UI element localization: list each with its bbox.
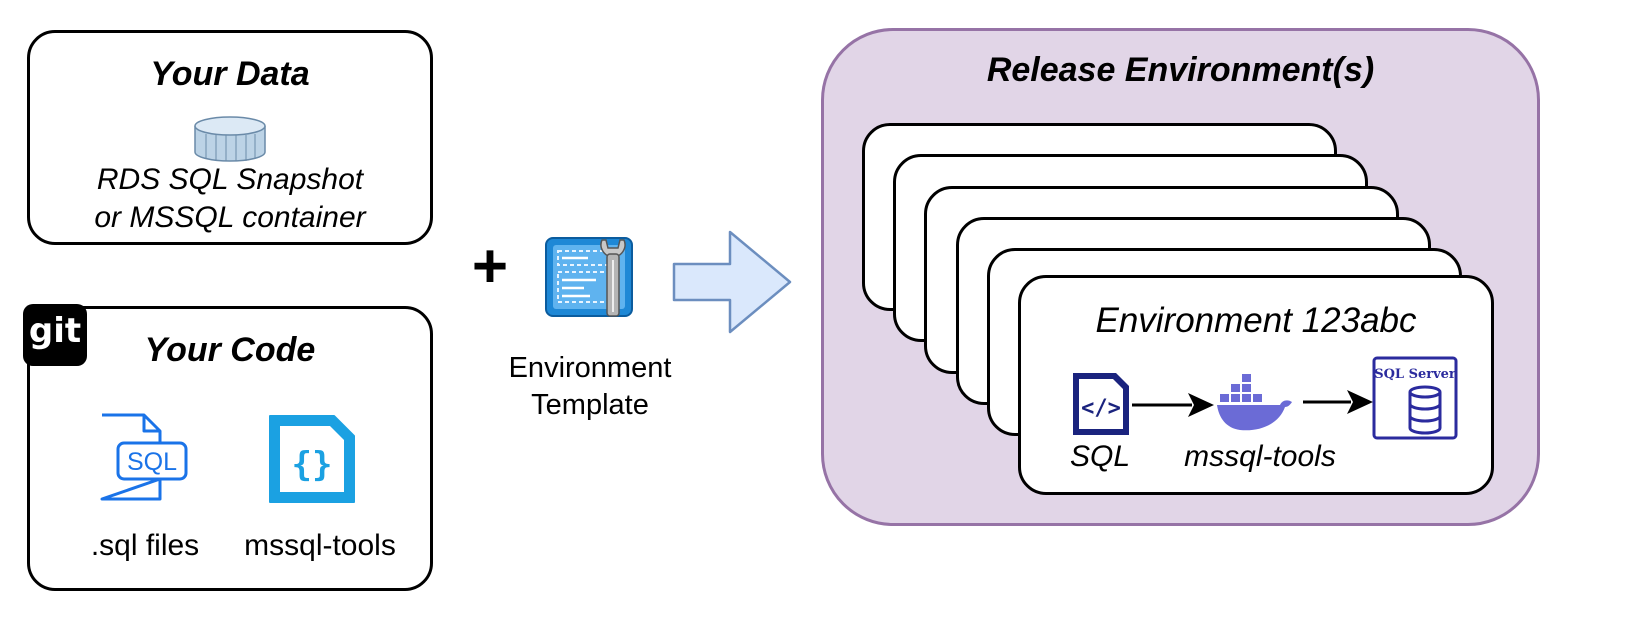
sql-file-icon: SQL bbox=[100, 413, 188, 501]
sql-file-icon-label: SQL bbox=[127, 448, 177, 476]
plus-sign: + bbox=[471, 232, 509, 301]
sql-pipeline-label: SQL bbox=[1069, 440, 1131, 473]
pipeline-arrow-1 bbox=[1132, 393, 1214, 417]
template-label-line2: Template bbox=[531, 389, 649, 421]
git-logo-text: git bbox=[28, 311, 82, 351]
sql-server-icon: SQL Server bbox=[1372, 356, 1458, 440]
mssql-tools-label: mssql-tools bbox=[244, 529, 396, 562]
data-caption-line2: or MSSQL container bbox=[94, 201, 366, 234]
code-file-icon: </> bbox=[1073, 373, 1129, 435]
your-code-title: Your Code bbox=[144, 331, 316, 369]
flow-arrow bbox=[672, 230, 792, 334]
your-data-box: Your Data RDS SQL Snapshot or MSSQL cont… bbox=[27, 30, 433, 245]
sql-server-badge: SQL Server bbox=[1374, 367, 1456, 382]
mssql-tools-pipeline-label: mssql-tools bbox=[1184, 440, 1336, 473]
svg-text:</>: </> bbox=[1081, 396, 1121, 421]
sql-files-label: .sql files bbox=[90, 529, 200, 562]
your-code-box: Your Code SQL {} .sql files mssql-tools bbox=[27, 306, 433, 591]
svg-text:{}: {} bbox=[292, 445, 333, 485]
json-file-icon: {} bbox=[269, 415, 355, 503]
pipeline-arrow-2 bbox=[1303, 390, 1373, 414]
data-caption-line1: RDS SQL Snapshot bbox=[96, 163, 364, 196]
template-wrench-icon bbox=[545, 237, 633, 317]
your-data-title: Your Data bbox=[150, 55, 310, 93]
release-environments-title: Release Environment(s) bbox=[986, 51, 1375, 89]
database-icon bbox=[194, 116, 266, 162]
template-label-line1: Environment bbox=[508, 352, 672, 384]
environment-title: Environment 123abc bbox=[1095, 301, 1417, 340]
docker-whale-icon bbox=[1217, 374, 1292, 431]
git-logo: git bbox=[23, 304, 87, 366]
